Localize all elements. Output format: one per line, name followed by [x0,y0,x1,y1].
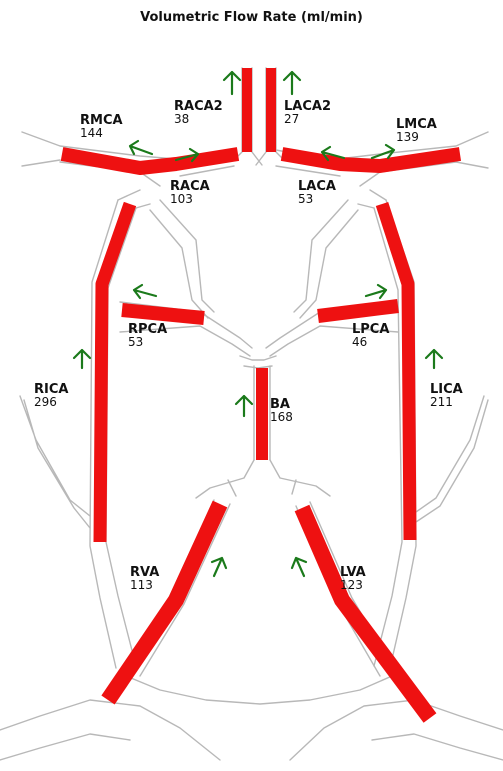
label-lva-value: 123 [340,578,363,592]
label-ba-value: 168 [270,410,293,424]
green-arrow-icon [74,350,90,368]
lmca-flow [282,154,460,166]
label-lpca-value: 46 [352,335,367,349]
green-arrow-icon [224,72,240,94]
label-rpca-value: 53 [128,335,143,349]
label-rva-value: 113 [130,578,153,592]
green-arrow-icon [134,285,156,298]
green-arrow-icon [292,558,306,576]
label-rmca-value: 144 [80,126,103,140]
label-rica-value: 296 [34,395,57,409]
vessel-walls [0,68,503,760]
lpca-flow [318,306,398,316]
label-laca2-value: 27 [284,112,299,126]
green-arrow-icon [426,350,442,368]
rva-flow [108,504,220,700]
label-lmca-value: 139 [396,130,419,144]
green-arrow-icon [212,558,226,576]
label-laca-value: 53 [298,192,313,206]
green-arrow-icon [236,396,252,416]
green-arrow-icon [284,72,300,94]
green-arrow-icon [372,145,394,158]
lica-flow [382,204,410,540]
label-lica-value: 211 [430,395,453,409]
rpca-flow [122,310,204,318]
green-arrow-icon [130,141,152,154]
rica-flow [100,204,130,542]
green-arrow-icon [366,285,386,298]
label-raca-value: 103 [170,192,193,206]
label-raca2-value: 38 [174,112,189,126]
